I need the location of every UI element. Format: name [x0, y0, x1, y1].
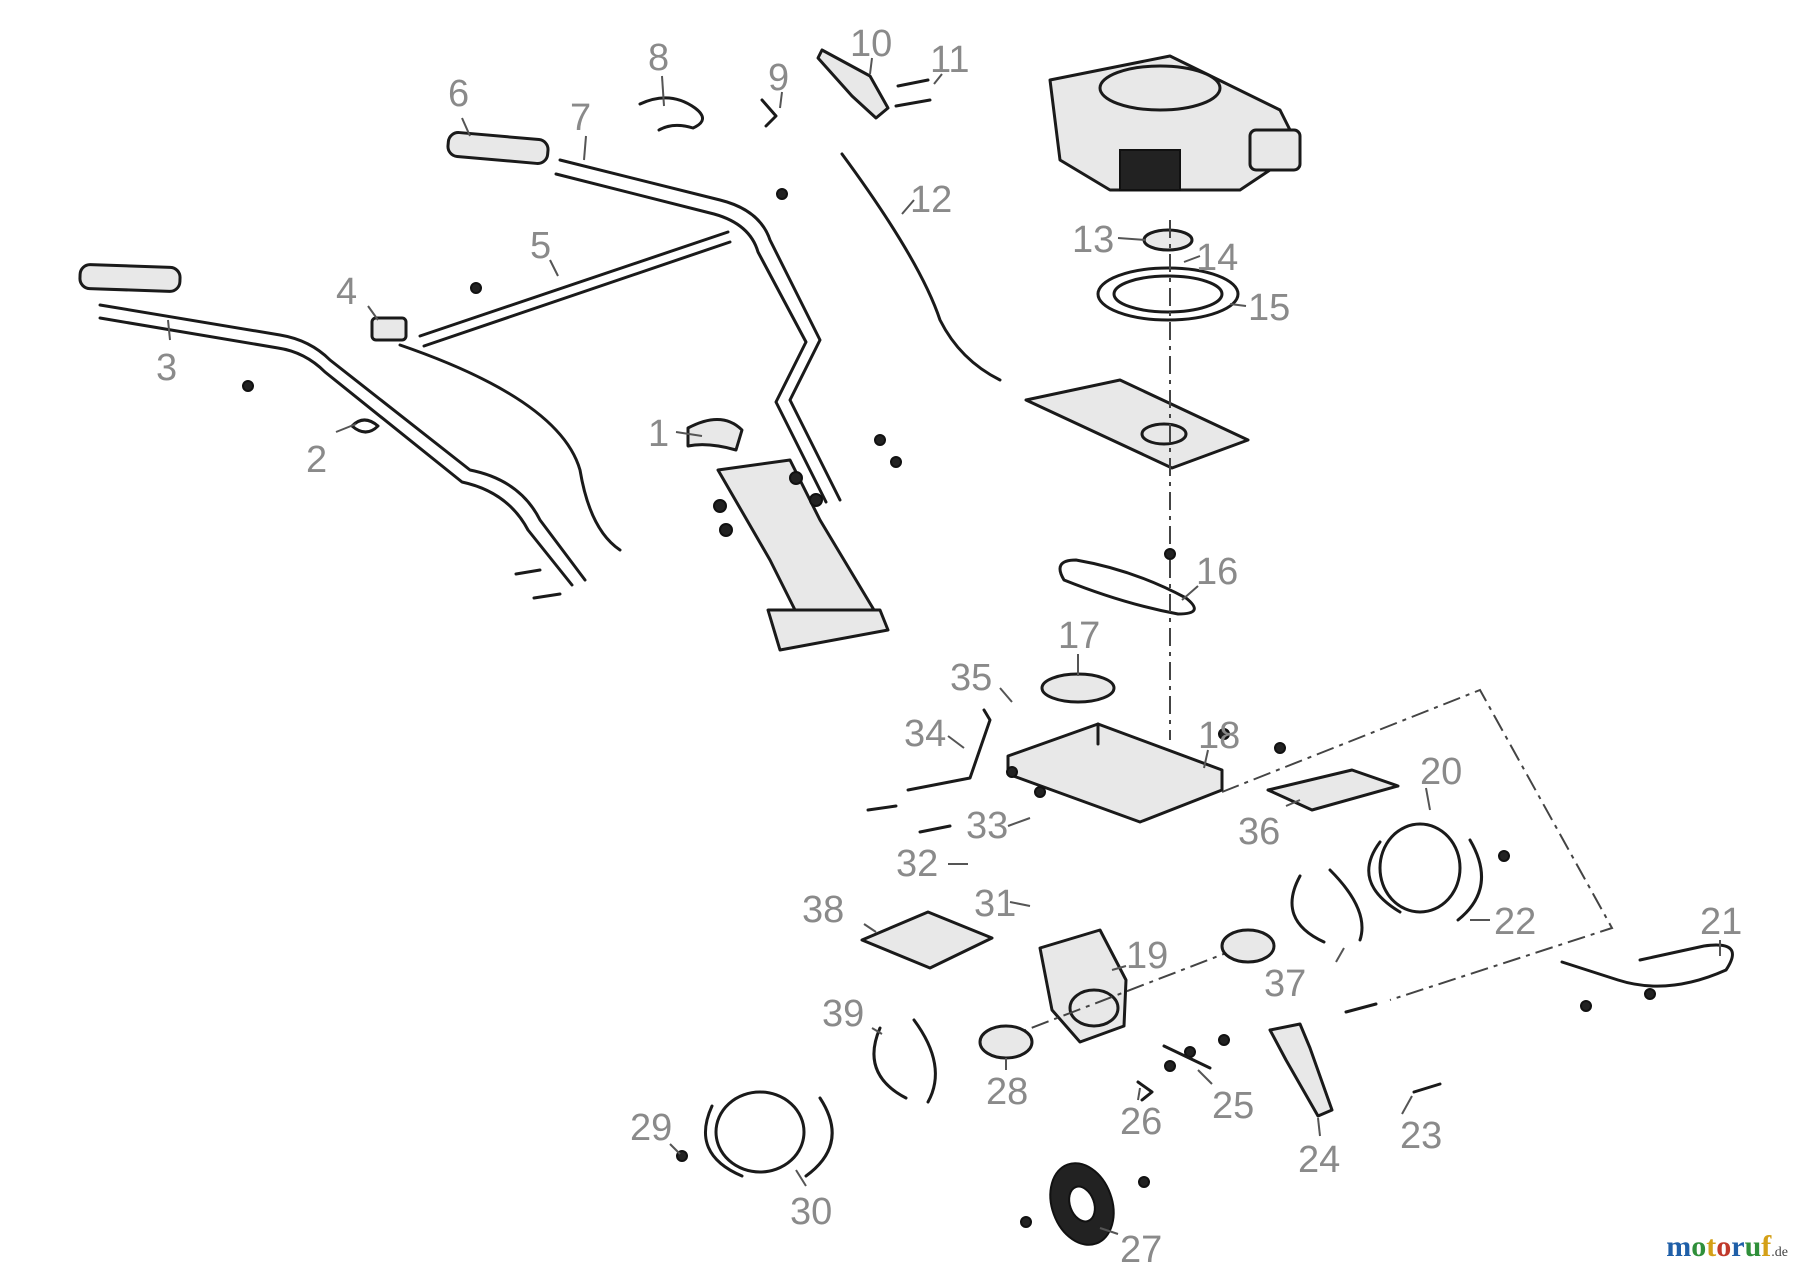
leader-lines — [167, 57, 1721, 1235]
gearbox — [1038, 928, 1128, 1044]
throttle-cable — [840, 152, 1002, 382]
callout-6: 6 — [448, 73, 469, 115]
callout-32: 32 — [896, 843, 938, 885]
clutch-assembly — [1096, 228, 1240, 322]
brand-letter: u — [1744, 1230, 1762, 1263]
callout-37: 37 — [1264, 963, 1306, 1005]
callout-14: 14 — [1196, 237, 1238, 279]
grip-right — [446, 131, 550, 165]
engine — [1048, 54, 1302, 192]
callout-19: 19 — [1126, 935, 1168, 977]
v-belt — [1058, 558, 1196, 616]
frame — [1006, 722, 1224, 824]
callout-4: 4 — [336, 271, 357, 313]
callout-1: 1 — [648, 413, 669, 455]
tines-right — [1290, 822, 1484, 944]
callout-11: 11 — [930, 39, 969, 81]
brand-logo: motoruf.de — [1666, 1230, 1788, 1264]
brand-tld: .de — [1771, 1245, 1788, 1260]
callout-33: 33 — [966, 805, 1008, 847]
mounting-bracket — [686, 418, 890, 652]
callout-7: 7 — [570, 97, 591, 139]
handle-assembly — [78, 96, 842, 587]
brand-letter: o — [1716, 1230, 1732, 1263]
callout-25: 25 — [1212, 1085, 1254, 1127]
callout-labels: 1 2 3 4 5 6 7 8 9 10 11 12 13 14 15 16 1… — [156, 23, 1742, 1271]
callout-31: 31 — [974, 883, 1016, 925]
callout-16: 16 — [1196, 551, 1238, 593]
handlebar-left — [98, 303, 587, 582]
tine-shield-left — [860, 910, 994, 970]
brand-letter: r — [1731, 1230, 1745, 1263]
tines-left — [703, 1018, 937, 1178]
callout-35: 35 — [950, 657, 992, 699]
callout-21: 21 — [1700, 901, 1742, 943]
callout-27: 27 — [1120, 1229, 1162, 1271]
throttle-lever — [816, 48, 1002, 382]
hardware — [242, 188, 1656, 1228]
callout-39: 39 — [822, 993, 864, 1035]
grip-left — [78, 263, 182, 293]
collar-right — [1220, 928, 1276, 964]
cross-bar — [418, 230, 730, 338]
callout-9: 9 — [768, 57, 789, 99]
callout-18: 18 — [1198, 715, 1240, 757]
engine-plate — [1024, 378, 1250, 470]
callout-3: 3 — [156, 347, 177, 389]
brand-letter: m — [1666, 1230, 1692, 1263]
callout-24: 24 — [1298, 1139, 1340, 1181]
brand-letter: t — [1706, 1230, 1717, 1263]
callout-8: 8 — [648, 37, 669, 79]
callout-5: 5 — [530, 225, 551, 267]
callout-17: 17 — [1058, 615, 1100, 657]
brand-letter: o — [1691, 1230, 1707, 1263]
drag-bar — [1560, 943, 1734, 988]
callout-29: 29 — [630, 1107, 672, 1149]
callout-13: 13 — [1072, 219, 1114, 261]
callout-23: 23 — [1400, 1115, 1442, 1157]
wheel-bracket — [1268, 1022, 1334, 1118]
handlebar-right — [558, 158, 842, 502]
brand-letter: f — [1761, 1230, 1772, 1263]
callout-15: 15 — [1248, 287, 1290, 329]
callout-10: 10 — [850, 23, 892, 65]
callout-12: 12 — [910, 179, 952, 221]
callout-36: 36 — [1238, 811, 1280, 853]
driven-pulley — [1040, 672, 1116, 704]
callout-22: 22 — [1494, 901, 1536, 943]
callout-20: 20 — [1420, 751, 1462, 793]
tine-shield-right — [1266, 768, 1400, 812]
callout-30: 30 — [790, 1191, 832, 1233]
depth-lever — [906, 708, 992, 792]
transport-wheel — [1049, 1162, 1115, 1246]
callout-28: 28 — [986, 1071, 1028, 1113]
callout-34: 34 — [904, 713, 946, 755]
collar-left — [978, 1024, 1034, 1060]
callout-38: 38 — [802, 889, 844, 931]
callout-26: 26 — [1120, 1101, 1162, 1143]
callout-2: 2 — [306, 439, 327, 481]
